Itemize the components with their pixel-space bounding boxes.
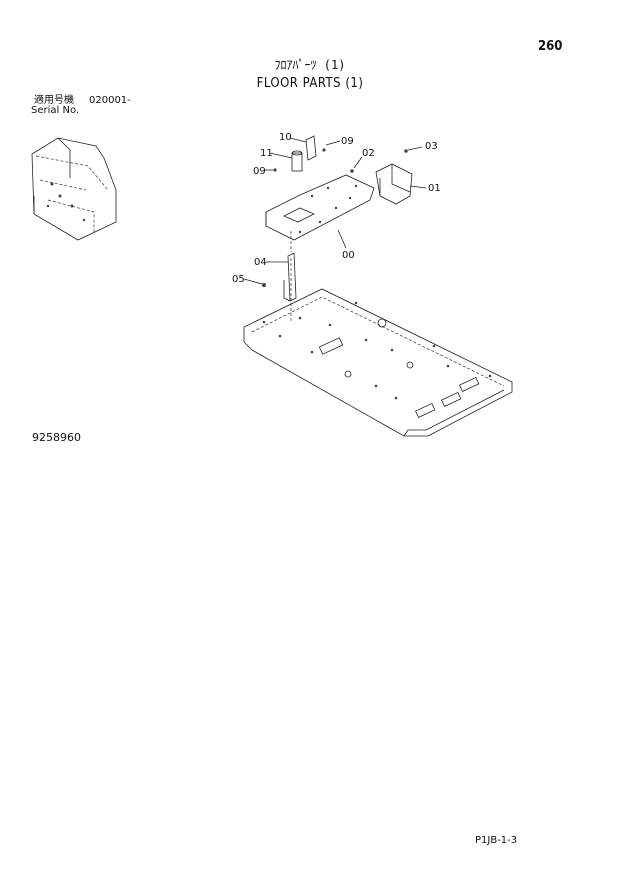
callout-00: 00 [342,250,355,261]
serial-label-japanese: 適用号機 [34,95,74,106]
leader-lines [243,137,427,285]
bracket-04 [262,231,297,322]
callout-11: 11 [260,148,273,159]
callout-01: 01 [428,183,441,194]
machine-thumbnail [31,137,117,241]
callout-09-lower: 09 [253,166,266,177]
title-english: FLOOR PARTS (1) [256,76,364,91]
callout-03: 03 [425,141,438,152]
title-japanese: ﾌﾛｱﾊﾟｰﾂ (1) [274,58,346,72]
bracket-01 [350,149,413,205]
page-code: P1JB-1-3 [475,835,518,846]
page-number: 260 [538,39,563,54]
callout-02: 02 [362,148,375,159]
stay-10 [305,135,326,161]
serial-number: 020001- [89,95,131,106]
collar-11 [273,150,303,172]
serial-label-english: Serial No. [31,105,80,116]
plate-00 [265,174,375,241]
callout-05: 05 [232,274,245,285]
document-id: 9258960 [32,431,81,444]
callout-09-upper: 09 [341,136,354,147]
callout-10: 10 [279,132,292,143]
callout-04: 04 [254,257,267,268]
floor-plate [243,288,513,437]
